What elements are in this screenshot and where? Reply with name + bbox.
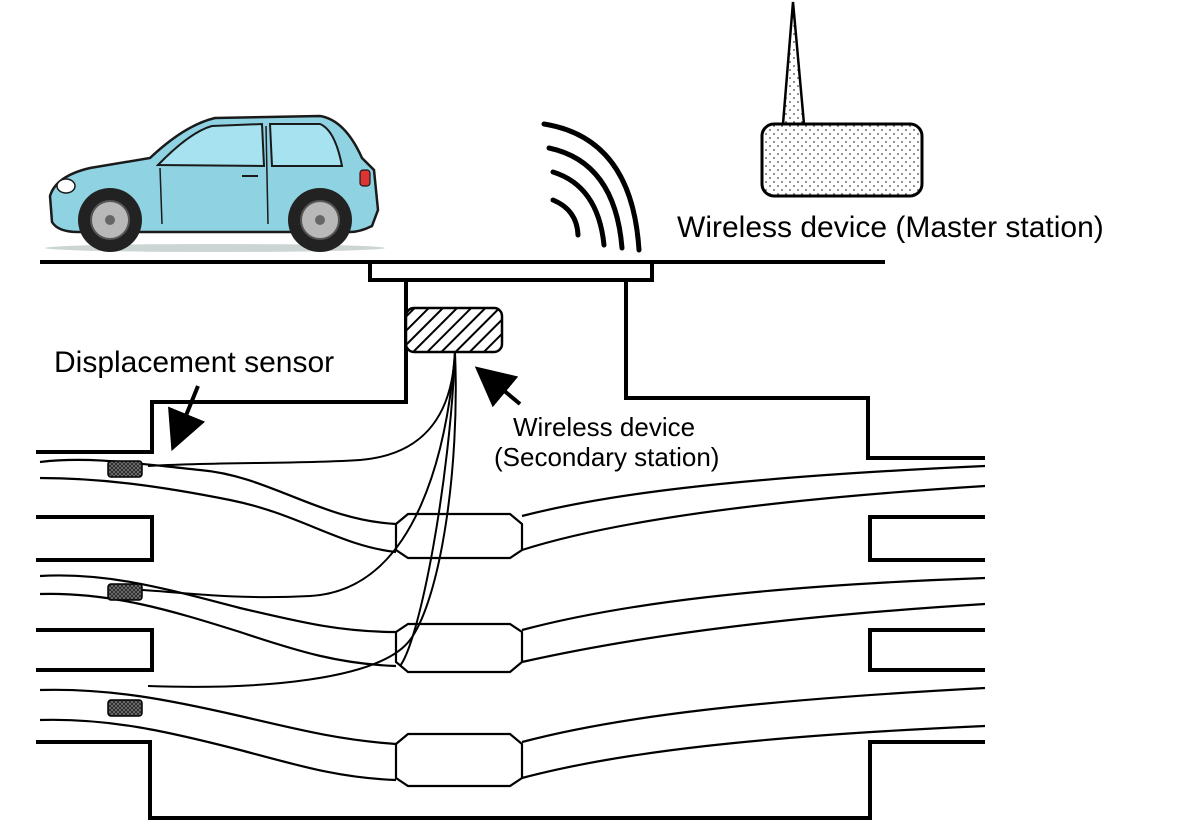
displacement-sensor-label: Displacement sensor <box>54 346 334 379</box>
right-notch-2 <box>868 628 985 672</box>
master-station-box <box>760 122 924 198</box>
road-and-housing <box>36 260 985 820</box>
displacement-sensor-1 <box>107 460 143 478</box>
secondary-station-label-1: Wireless device <box>513 412 695 442</box>
left-notch-1 <box>36 515 154 562</box>
housing-left-upper <box>36 280 408 454</box>
housing-bottom <box>36 740 985 820</box>
sensor-wire-3 <box>147 351 457 688</box>
splice-sleeve-3 <box>394 732 524 788</box>
sensor-wire-1 <box>147 351 456 467</box>
displacement-sensors <box>107 460 143 717</box>
splice-sleeves <box>394 512 524 788</box>
right-notch-1 <box>868 515 985 562</box>
cable-bundle <box>39 458 986 782</box>
car-headlight <box>56 178 76 194</box>
wireless-signal-icon <box>541 121 642 253</box>
sensor-wires <box>141 351 457 688</box>
left-notch-2 <box>36 628 154 672</box>
antenna-icon <box>781 1 806 126</box>
sensor-wire-2 <box>141 351 456 599</box>
housing-right-upper <box>624 280 985 460</box>
displacement-sensor-3 <box>107 699 143 717</box>
sensor-wire-4 <box>399 351 456 667</box>
master-station-device <box>760 1 924 198</box>
secondary-station-device <box>404 306 504 354</box>
car-taillight <box>359 169 371 187</box>
car-rear-wheel <box>288 188 352 252</box>
sensor-arrow <box>168 385 206 452</box>
splice-sleeve-1 <box>394 512 524 560</box>
secondary-station-arrow <box>474 366 522 408</box>
secondary-station-label-2: (Secondary station) <box>494 442 719 472</box>
car-icon <box>45 114 385 252</box>
displacement-sensor-2 <box>107 583 143 601</box>
car-rear-window <box>268 123 344 167</box>
car-front-wheel <box>78 188 142 252</box>
car-front-window <box>155 122 266 168</box>
chamber-lid <box>368 260 654 282</box>
master-station-label: Wireless device (Master station) <box>677 211 1104 244</box>
